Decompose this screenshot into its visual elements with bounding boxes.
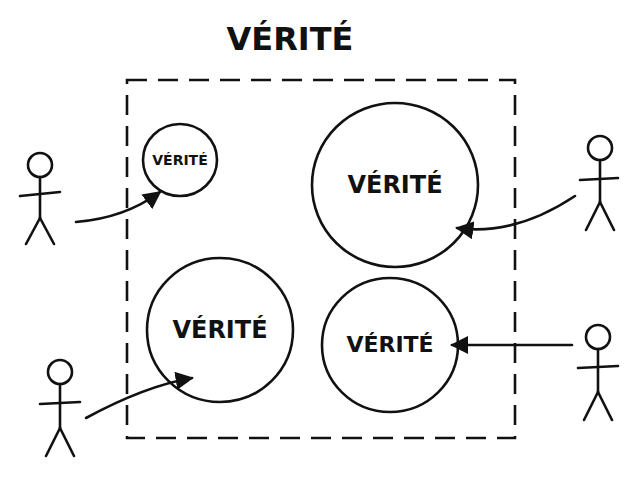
- stick-figure: [578, 325, 618, 420]
- pointer-arrow: [452, 344, 572, 347]
- stick-figure: [40, 360, 80, 456]
- truth-bubble: VÉRITÉ: [141, 121, 219, 199]
- truth-frame: VÉRITÉ VÉRITÉ VÉRITÉ VÉRITÉ VÉRITÉ: [125, 20, 517, 440]
- bubble-label: VÉRITÉ: [347, 171, 442, 200]
- bubble-label: VÉRITÉ: [346, 332, 433, 358]
- truth-bubble: VÉRITÉ: [320, 275, 460, 415]
- pointer-arrow: [86, 378, 192, 418]
- stick-figure: [580, 136, 618, 230]
- pointer-arrow: [76, 192, 160, 222]
- bubble-label: VÉRITÉ: [152, 152, 208, 169]
- frame-heading: VÉRITÉ: [227, 20, 354, 58]
- stick-figure: [20, 153, 60, 244]
- truth-bubble: VÉRITÉ: [145, 255, 295, 405]
- bubble-label: VÉRITÉ: [172, 316, 267, 345]
- truth-bubble: VÉRITÉ: [310, 100, 480, 270]
